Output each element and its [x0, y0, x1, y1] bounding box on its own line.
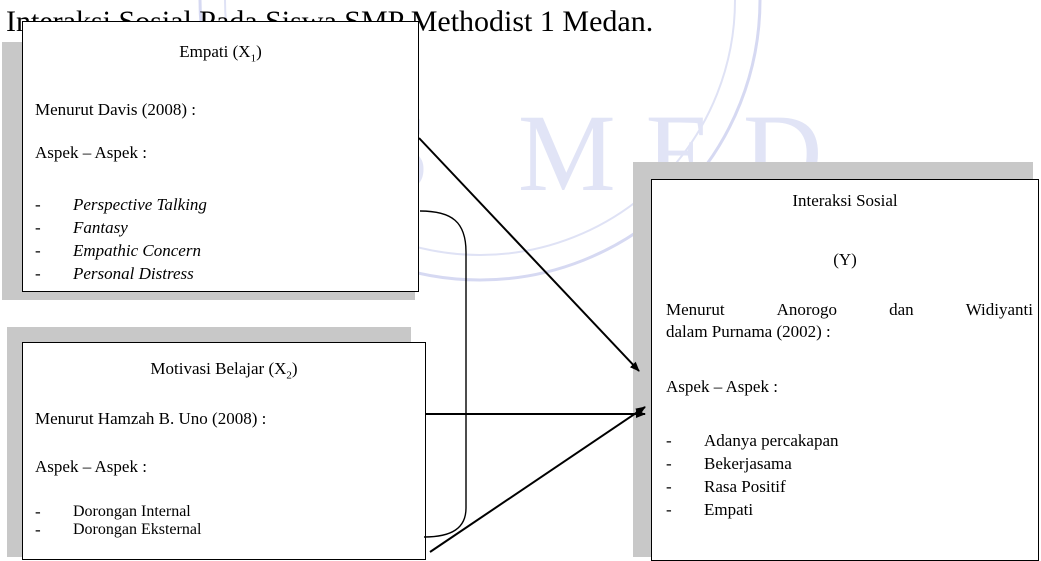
- interaksi-aspect-list: -Adanya percakapan -Bekerjasama -Rasa Po…: [666, 429, 1026, 521]
- empati-box: Empati (X1) Menurut Davis (2008) : Aspek…: [22, 21, 419, 292]
- interaksi-box: Interaksi Sosial (Y) Menurut Anorogo dan…: [651, 179, 1039, 561]
- motivasi-aspects-label: Aspek – Aspek :: [35, 457, 147, 476]
- motivasi-title: Motivasi Belajar (X2): [150, 359, 298, 382]
- motivasi-box: Motivasi Belajar (X2) Menurut Hamzah B. …: [22, 342, 426, 560]
- interaksi-source-line2: dalam Purnama (2002) :: [666, 322, 831, 341]
- list-item: -Bekerjasama: [666, 454, 792, 473]
- empati-source: Menurut Davis (2008) :: [35, 100, 197, 119]
- empati-aspect-list: -Perspective Talking -Fantasy -Empathic …: [35, 193, 395, 285]
- list-item: -Empati: [666, 500, 754, 519]
- list-item: -Fantasy: [35, 218, 128, 237]
- empati-aspects-label: Aspek – Aspek :: [35, 143, 147, 162]
- list-item: -Perspective Talking: [35, 195, 207, 214]
- motivasi-source: Menurut Hamzah B. Uno (2008) :: [35, 409, 267, 428]
- list-item: -Empathic Concern: [35, 241, 201, 260]
- list-item: -Rasa Positif: [666, 477, 786, 496]
- list-item: -Dorongan Eksternal: [35, 520, 202, 539]
- correlation-bracket: [419, 210, 467, 538]
- arrow-x1-to-y: [418, 137, 640, 372]
- list-item: -Personal Distress: [35, 264, 194, 283]
- interaksi-source-line1: Menurut Anorogo dan Widiyanti: [666, 300, 1033, 319]
- list-item: -Dorongan Internal: [35, 502, 191, 521]
- empati-title: Empati (X1): [179, 42, 262, 65]
- interaksi-title: Interaksi Sosial: [792, 191, 898, 210]
- list-item: -Adanya percakapan: [666, 431, 839, 450]
- motivasi-aspect-list: -Dorongan Internal -Dorongan Eksternal: [35, 503, 395, 539]
- interaksi-variable: (Y): [833, 250, 857, 269]
- interaksi-aspects-label: Aspek – Aspek :: [666, 377, 778, 396]
- arrow-combined-to-y: [429, 406, 646, 553]
